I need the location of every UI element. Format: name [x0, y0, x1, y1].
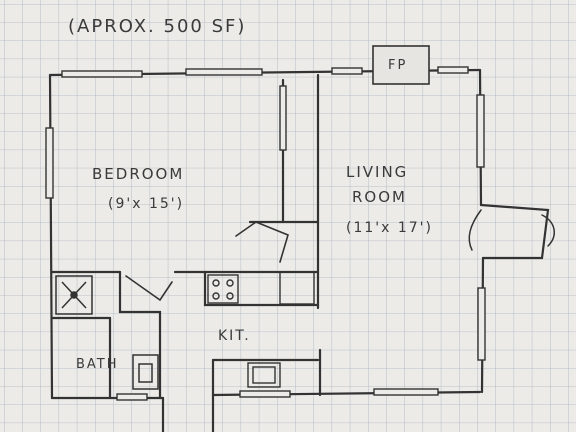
fireplace-label: FP	[388, 58, 407, 73]
stove	[207, 274, 239, 304]
living-room-size: (11'x 17')	[346, 220, 433, 236]
fireplace: FP	[372, 45, 430, 85]
window	[239, 390, 291, 398]
hall-wall	[118, 270, 162, 400]
refrigerator	[279, 271, 315, 305]
bedroom-size: (9'x 15')	[108, 196, 184, 212]
windows	[45, 66, 486, 401]
kitchen-sink	[247, 362, 281, 388]
plan-title: (APROX. 500 SF)	[68, 16, 246, 37]
window	[185, 68, 263, 76]
window	[61, 70, 143, 78]
living-room-name-line1: LIVING	[346, 163, 408, 181]
closet-door	[235, 221, 289, 263]
entry-door-swing-2	[541, 214, 555, 247]
window	[279, 85, 287, 151]
fireplace-box	[372, 45, 430, 85]
window	[477, 287, 486, 361]
shower	[55, 275, 93, 315]
bedroom-door	[125, 275, 173, 302]
window	[45, 127, 54, 199]
window	[476, 94, 485, 168]
window	[331, 67, 363, 75]
entry-door-swing	[468, 209, 482, 251]
window	[116, 393, 148, 401]
entry-bay	[479, 203, 550, 260]
kitchen-counter-top	[203, 270, 320, 307]
window	[373, 388, 439, 396]
kitchen-name: KIT.	[218, 328, 251, 344]
bedroom-name: BEDROOM	[92, 165, 184, 183]
living-room-name-line2: ROOM	[352, 188, 407, 206]
window	[437, 66, 469, 74]
bath-name: BATH	[76, 357, 119, 372]
toilet	[132, 354, 159, 390]
